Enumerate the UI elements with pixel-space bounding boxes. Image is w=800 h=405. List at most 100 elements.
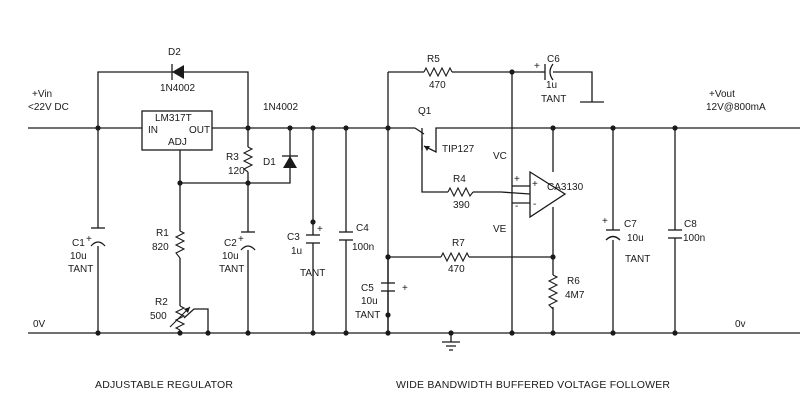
c1-plus: + — [86, 234, 92, 245]
junction-dot — [385, 254, 391, 260]
c5-value: 10u — [361, 296, 378, 307]
junction-dot — [245, 180, 251, 186]
lm317-pin-adj: ADJ — [168, 137, 187, 148]
r1-value: 820 — [152, 242, 169, 253]
c6-type: TANT — [541, 94, 566, 105]
junction-dot — [287, 125, 293, 131]
c3-plus: + — [317, 224, 323, 235]
c5-capacitor-symbol — [381, 282, 395, 292]
c2-plus: + — [238, 234, 244, 245]
q1-ref: Q1 — [418, 106, 432, 117]
d2-bypass-right — [185, 71, 249, 128]
junction-dot — [245, 125, 251, 131]
r2-ref: R2 — [155, 297, 168, 308]
r1-ref: R1 — [156, 228, 169, 239]
c2-capacitor-symbol — [240, 231, 256, 251]
junction-dot — [385, 125, 391, 131]
c3-value: 1u — [291, 246, 302, 257]
caption-follower: WIDE BANDWIDTH BUFFERED VOLTAGE FOLLOWER — [396, 379, 670, 391]
junction-dot — [448, 330, 454, 336]
c2-ref: C2 — [224, 238, 237, 249]
d2-ref: D2 — [168, 47, 181, 58]
c6-capacitor-symbol — [540, 63, 554, 81]
c7-plus: + — [602, 216, 608, 227]
d2-bypass-left — [97, 71, 163, 128]
c2-type: TANT — [219, 264, 244, 275]
c4-capacitor-symbol — [339, 231, 353, 241]
r4-resistor-symbol — [447, 186, 474, 198]
junction-dot — [550, 254, 556, 260]
r5-ref: R5 — [427, 54, 440, 65]
vin-note: <22V DC — [28, 102, 69, 113]
r3-value: 120 — [228, 166, 245, 177]
junction-dot — [509, 69, 515, 75]
junction-dot — [310, 330, 316, 336]
junction-dot — [610, 125, 616, 131]
opamp-plus: + — [532, 179, 538, 190]
junction-dot — [672, 330, 678, 336]
c1-ref: C1 — [72, 238, 85, 249]
c3-ref: C3 — [287, 232, 300, 243]
q1-transistor-symbol — [421, 128, 430, 151]
c6-plus: + — [534, 61, 540, 72]
q1-value: TIP127 — [442, 144, 475, 155]
opamp-ve-label: VE — [493, 224, 507, 235]
junction-dot — [177, 330, 183, 336]
d2-diode-symbol — [163, 64, 185, 80]
junction-dot — [95, 125, 101, 131]
c7-capacitor-symbol — [605, 229, 621, 241]
opamp-pin-minus: - — [515, 201, 518, 212]
r4-value: 390 — [453, 200, 470, 211]
c7-type: TANT — [625, 254, 650, 265]
wiring — [28, 71, 800, 342]
junction-dot — [509, 330, 515, 336]
c8-value: 100n — [683, 233, 705, 244]
junction-dot — [95, 330, 101, 336]
r2-wiper-wire — [183, 308, 209, 333]
c3-capacitor-symbol — [306, 234, 320, 244]
junction-dot — [672, 125, 678, 131]
d2-value: 1N4002 — [160, 83, 195, 94]
c4-ref: C4 — [356, 223, 369, 234]
junction-dot — [385, 312, 391, 318]
r3-ref: R3 — [226, 152, 239, 163]
junction-dot — [385, 330, 391, 336]
junction-dot — [610, 330, 616, 336]
junction-dot — [343, 125, 349, 131]
c5-plus: + — [402, 283, 408, 294]
caption-regulator: ADJUSTABLE REGULATOR — [95, 379, 233, 391]
r6-ref: R6 — [567, 276, 580, 287]
ground-icon — [442, 341, 460, 351]
r7-ref: R7 — [452, 238, 465, 249]
junction-dot — [550, 330, 556, 336]
c6-value: 1u — [546, 80, 557, 91]
c3-type: TANT — [300, 268, 325, 279]
vout-label: +Vout — [709, 89, 735, 100]
junction-dot — [310, 219, 316, 225]
r1-resistor-symbol — [174, 230, 186, 259]
r7-value: 470 — [448, 264, 465, 275]
r4-ref: R4 — [453, 174, 466, 185]
adj-to-d1 — [180, 168, 291, 184]
opamp-body — [529, 170, 567, 219]
opamp-output-lead — [500, 191, 531, 195]
d1-diode-symbol — [282, 154, 298, 168]
vin-label: +Vin — [32, 89, 52, 100]
c8-capacitor-symbol — [668, 229, 682, 239]
lm317-name: LM317T — [155, 113, 192, 124]
c1-value: 10u — [70, 251, 87, 262]
lm317-pin-in: IN — [148, 125, 158, 136]
opamp-vc-label: VC — [493, 151, 507, 162]
junction-dot — [550, 125, 556, 131]
d1-value: 1N4002 — [263, 102, 298, 113]
vout-note: 12V@800mA — [706, 102, 766, 113]
c6-ref: C6 — [547, 54, 560, 65]
zero-left-label: 0V — [33, 319, 46, 330]
opamp-pin-plus: + — [514, 174, 520, 185]
r5-value: 470 — [429, 80, 446, 91]
c1-type: TANT — [68, 264, 93, 275]
r2-potentiometer-symbol — [169, 305, 191, 331]
lm317-pin-out: OUT — [189, 125, 210, 136]
d1-ref: D1 — [263, 157, 276, 168]
